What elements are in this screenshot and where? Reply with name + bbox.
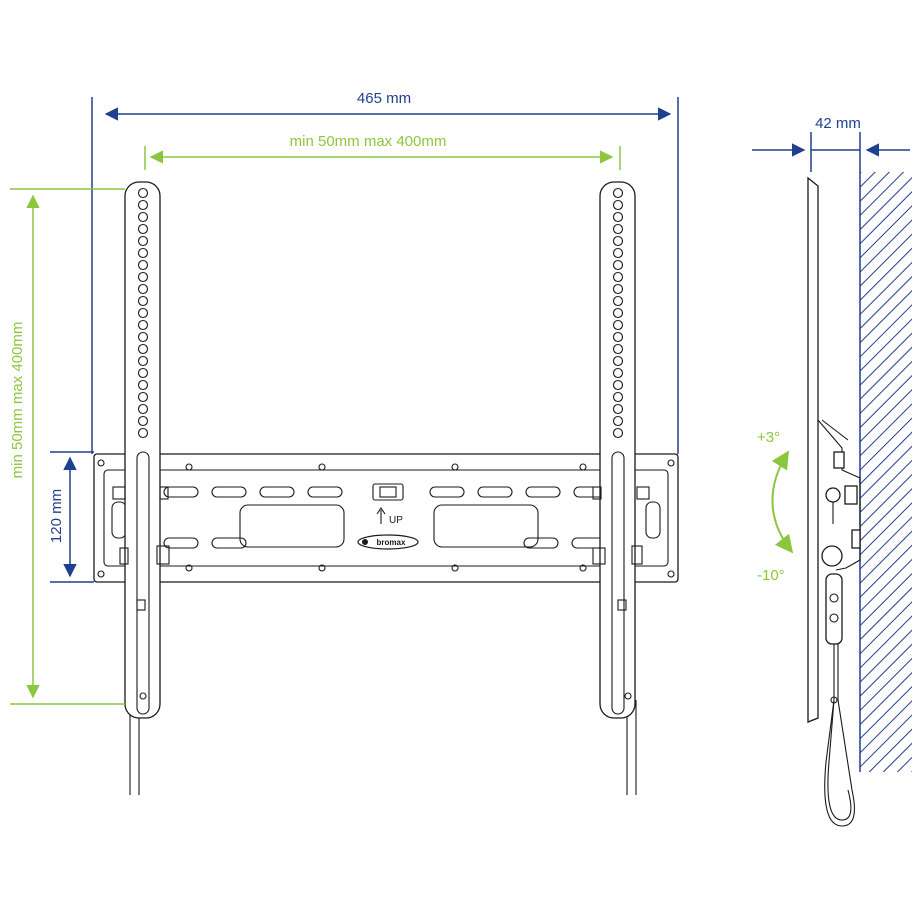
- arm-hole: [137, 343, 149, 355]
- arm-hole: [137, 247, 149, 259]
- arm-hole: [612, 235, 624, 247]
- dimension-plate-height: 120 mm: [48, 451, 94, 583]
- arm-right-holes: [612, 187, 624, 439]
- arm-left-holes: [137, 187, 149, 439]
- arm-hole: [612, 247, 624, 259]
- depth-label: 42 mm: [815, 115, 861, 132]
- arm-hole: [137, 283, 149, 295]
- arm-hole: [137, 415, 149, 427]
- plate-screw-holes: [97, 459, 675, 578]
- arm-hole: [612, 403, 624, 415]
- dimension-depth: 42 mm: [752, 115, 910, 172]
- dimension-vesa-horizontal: min 50mm max 400mm: [144, 133, 621, 170]
- arm-hole: [612, 199, 624, 211]
- arm-right: [592, 181, 650, 795]
- arm-hole: [612, 283, 624, 295]
- up-arrow-icon: [376, 507, 386, 524]
- arm-hole: [612, 295, 624, 307]
- plate-slots: [111, 486, 661, 549]
- arm-hole: [137, 271, 149, 283]
- arm-hole: [612, 343, 624, 355]
- plate-height-label: 120 mm: [48, 489, 65, 543]
- arm-hole: [137, 391, 149, 403]
- arm-hole: [137, 427, 149, 439]
- arm-hole: [137, 223, 149, 235]
- arm-hole: [137, 403, 149, 415]
- wall-hatch: [859, 172, 912, 772]
- total-width-label: 465 mm: [357, 90, 411, 107]
- arm-hole: [612, 187, 624, 199]
- arm-hole: [612, 391, 624, 403]
- arm-hole: [612, 367, 624, 379]
- arm-hole: [137, 367, 149, 379]
- arm-hole: [612, 223, 624, 235]
- arm-hole: [137, 307, 149, 319]
- arm-hole: [612, 355, 624, 367]
- arm-hole: [137, 379, 149, 391]
- up-marker-label: UP: [389, 515, 403, 526]
- arm-hole: [612, 331, 624, 343]
- arm-hole: [137, 259, 149, 271]
- arm-hole: [137, 199, 149, 211]
- brand-logo: bromax: [357, 534, 419, 550]
- arm-hole: [612, 307, 624, 319]
- arm-hole: [137, 331, 149, 343]
- arm-hole: [612, 379, 624, 391]
- vesa-vertical-label: min 50mm max 400mm: [9, 322, 26, 479]
- arm-hole: [612, 427, 624, 439]
- arm-hole: [612, 319, 624, 331]
- arm-hole: [137, 211, 149, 223]
- dimension-total-width: 465 mm: [91, 90, 679, 454]
- arm-left: [112, 181, 170, 795]
- up-marker-box: [372, 483, 404, 501]
- arm-hole: [612, 211, 624, 223]
- arm-hole: [137, 235, 149, 247]
- wall-plate: UP bromax: [93, 453, 679, 583]
- mount-side-profile: [807, 176, 861, 827]
- arm-hole: [612, 271, 624, 283]
- vesa-horizontal-label: min 50mm max 400mm: [290, 133, 447, 150]
- arm-hole: [612, 259, 624, 271]
- arm-hole: [137, 319, 149, 331]
- tilt-down-label: -10°: [757, 567, 785, 584]
- arm-hole: [612, 415, 624, 427]
- brand-label: bromax: [377, 538, 406, 547]
- dimension-vesa-vertical: min 50mm max 400mm: [9, 188, 125, 705]
- tilt-indicator: +3° -10°: [757, 429, 794, 584]
- tilt-up-label: +3°: [757, 429, 780, 446]
- arm-hole: [137, 187, 149, 199]
- arm-hole: [137, 355, 149, 367]
- arm-hole: [137, 295, 149, 307]
